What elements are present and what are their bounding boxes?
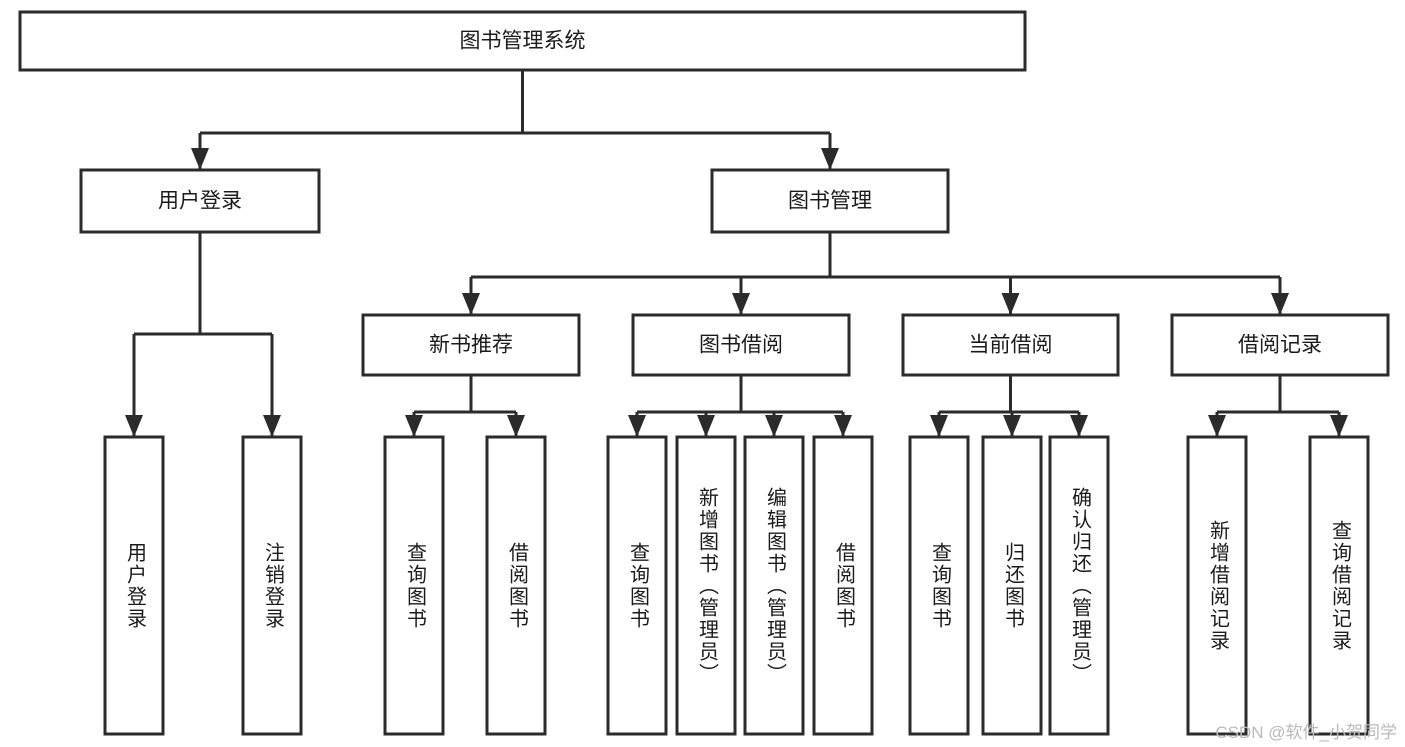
arrow-head-icon-用户登录 [191,148,209,170]
watermark-csdn: CSDN @软件_小贺同学 [1215,723,1397,742]
node-label-l3-新书推荐: 新书推荐 [429,334,513,357]
node-layer [18,10,1390,736]
arrow-head-icon-leaf-9 [1003,415,1021,437]
node-leaf-7-借阅图书[interactable] [812,435,874,736]
node-label-l2-用户登录: 用户登录 [158,190,242,213]
arrow-head-icon-leaf-6 [765,415,783,437]
node-label-l3-图书借阅: 图书借阅 [699,334,783,357]
node-leaf-3-借阅图书[interactable] [485,435,547,736]
node-leaf-4-查询图书[interactable] [606,435,668,736]
node-l2-用户登录[interactable] [79,168,321,234]
node-label-l3-当前借阅: 当前借阅 [969,334,1053,357]
connector-layer [125,70,1348,437]
arrow-head-icon-leaf-5 [697,415,715,437]
node-leaf-8-查询图书[interactable] [908,435,970,736]
arrow-head-icon-leaf-3 [507,415,525,437]
node-label-root: 图书管理系统 [460,30,586,53]
arrow-head-icon-leaf-2 [405,415,423,437]
node-leaf-12-查询借阅记录[interactable] [1308,435,1370,736]
node-leaf-9-归还图书[interactable] [981,435,1043,736]
node-l2-图书管理[interactable] [710,168,950,234]
arrow-head-icon-leaf-8 [930,415,948,437]
arrow-head-icon-借阅记录 [1271,293,1289,315]
node-leaf-0-用户登录[interactable] [103,435,165,736]
node-l3-新书推荐[interactable] [361,313,581,377]
arrow-head-icon-新书推荐 [462,293,480,315]
node-root-图书管理系统[interactable] [18,10,1027,72]
arrow-head-icon-当前借阅 [1001,293,1020,315]
node-leaf-2-查询图书[interactable] [383,435,445,736]
node-l3-借阅记录[interactable] [1170,313,1390,377]
arrow-head-icon-图书借阅 [732,293,750,315]
arrow-head-icon-leaf-10 [1070,415,1088,437]
arrow-head-icon-图书管理 [821,148,839,170]
node-leaf-10-确认归还管理员[interactable] [1048,435,1110,736]
node-leaf-11-新增借阅记录[interactable] [1186,435,1248,736]
node-leaf-5-新增图书管理员[interactable] [675,435,737,736]
node-leaf-6-编辑图书管理员[interactable] [743,435,805,736]
node-leaf-1-注销登录[interactable] [241,435,303,736]
arrow-head-icon-leaf-0 [125,415,143,437]
arrow-head-icon-leaf-12 [1330,415,1348,437]
arrow-head-icon-leaf-7 [834,415,852,437]
arrow-head-icon-leaf-4 [628,415,646,437]
arrow-head-icon-leaf-1 [263,415,281,437]
node-label-l3-借阅记录: 借阅记录 [1238,334,1322,357]
arrow-head-icon-leaf-11 [1208,415,1226,437]
node-l3-当前借阅[interactable] [901,313,1120,377]
node-label-l2-图书管理: 图书管理 [788,190,872,213]
node-l3-图书借阅[interactable] [631,313,851,377]
